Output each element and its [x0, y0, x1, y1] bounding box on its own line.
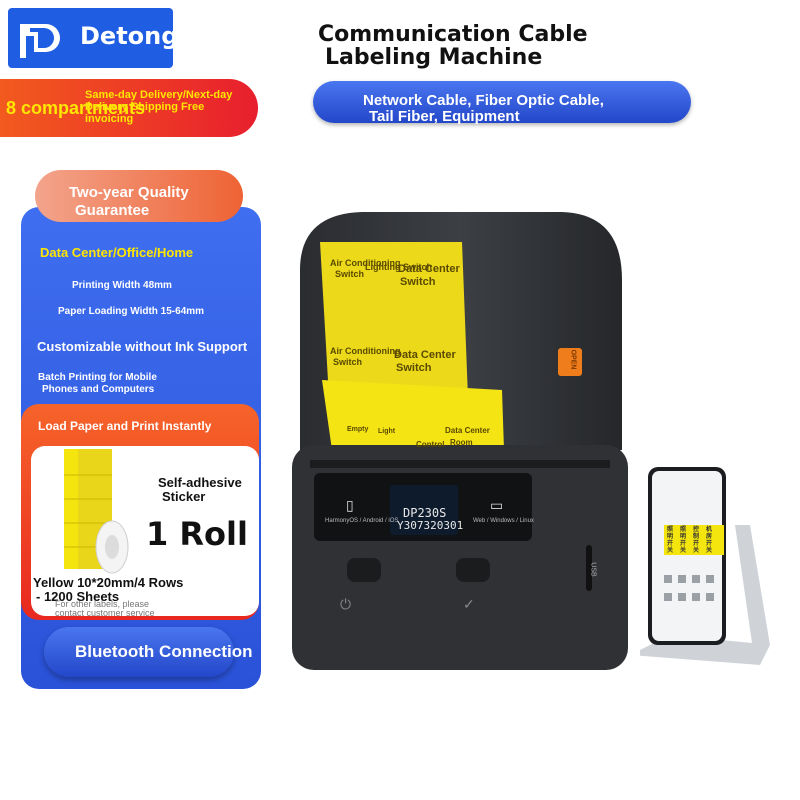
brand-logo: Detong — [8, 8, 178, 68]
label-text: Control — [416, 440, 445, 449]
label-text: Air Conditioning — [330, 258, 401, 268]
product-spec-line2: - 1200 Sheets — [36, 589, 120, 604]
label-text: Switch — [400, 276, 436, 288]
compartments-label: 8 compartments — [6, 98, 146, 118]
label-text: Lighting Switch — [365, 262, 432, 272]
product-spec-line1: Yellow 10*20mm/4 Rows — [33, 575, 184, 590]
label-text: Switch — [335, 269, 365, 279]
printer-serial: Y307320301 — [397, 519, 464, 532]
phone-label-text: 照明开关 — [667, 527, 674, 554]
feature-item: Data Center/Office/Home — [40, 245, 194, 260]
power-icon[interactable]: ⏻ — [340, 596, 352, 612]
mobile-icon: ▯ — [346, 497, 354, 513]
cable-types-banner: Network Cable, Fiber Optic Cable, Tail F… — [313, 81, 691, 125]
delivery-label: Same-day Delivery/Next-day Delivery Ship… — [85, 89, 233, 125]
phone-label-text: 机房开关 — [706, 527, 713, 554]
phone-label-text: 控制开关 — [693, 527, 700, 554]
bluetooth-label: Bluetooth Connection — [75, 642, 253, 661]
quality-line1: Two-year Quality — [69, 184, 189, 201]
brand-name: Detong — [80, 22, 179, 50]
label-text: Room — [450, 438, 473, 447]
promo-banner: 8 compartments Same-day Delivery/Next-da… — [0, 79, 258, 137]
product-type-line1: Self-adhesive — [158, 475, 242, 490]
cable-types-line2: Tail Fiber, Equipment — [369, 108, 520, 125]
feature-item: Paper Loading Width 15-64mm — [58, 306, 205, 317]
cable-types-line1: Network Cable, Fiber Optic Cable, — [363, 92, 604, 109]
printer-image — [292, 212, 628, 670]
label-text: Data Center — [445, 426, 490, 435]
label-text: Data Center — [394, 349, 456, 361]
product-note-line2: contact customer service — [55, 608, 155, 618]
product-note-line1: For other labels, please — [55, 599, 150, 609]
printer-model: DP230S — [403, 506, 447, 520]
usb-label: USB — [589, 562, 597, 577]
open-label: OPEN — [569, 349, 577, 370]
quality-badge: Two-year Quality Guarantee — [35, 170, 243, 222]
label-roll-image — [64, 449, 129, 574]
label-text: Light — [378, 428, 396, 435]
label-text: Air Conditioning — [330, 346, 401, 356]
os-left-label: HarmonyOS / Android / iOS — [325, 518, 399, 524]
quality-line2: Guarantee — [75, 202, 150, 219]
phone-label-text: 照明开关 — [680, 527, 687, 554]
label-text: Switch — [396, 362, 432, 374]
brand-mark-icon — [20, 24, 60, 58]
feature-item: Batch Printing for Mobile — [38, 372, 157, 383]
monitor-icon: ▭ — [490, 497, 504, 513]
headline-line2: Labeling Machine — [325, 45, 543, 70]
label-text: Switch — [333, 357, 363, 367]
feature-item: Phones and Computers — [42, 384, 155, 395]
phone-on-stand-image — [640, 467, 770, 665]
feature-item: Load Paper and Print Instantly — [38, 419, 212, 433]
product-quantity: 1 Roll — [146, 515, 248, 553]
feature-item: Printing Width 48mm — [72, 280, 172, 291]
headline-line1: Communication Cable — [318, 22, 588, 47]
bluetooth-badge: Bluetooth Connection — [44, 627, 253, 677]
label-text: Data Center — [398, 263, 460, 275]
label-text: Empty — [347, 426, 369, 433]
os-right-label: Web / Windows / Linux — [473, 518, 534, 524]
feed-icon[interactable]: ✓ — [463, 596, 475, 612]
feature-item: Customizable without Ink Support — [37, 339, 248, 354]
product-type-line2: Sticker — [162, 489, 206, 504]
